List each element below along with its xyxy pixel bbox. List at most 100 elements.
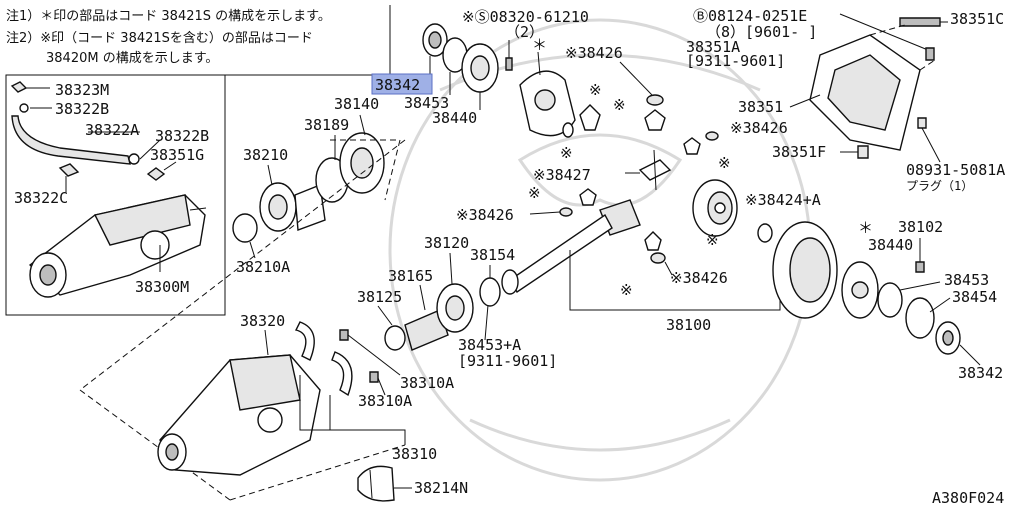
fill-plug-icon (917, 117, 927, 129)
pinion-gear-icon-c (579, 188, 597, 206)
kome-mark-d: ※ (718, 154, 731, 172)
boundary-dashed-line (79, 139, 406, 391)
label-38210A: 38210A (236, 258, 290, 276)
differential-case (519, 51, 576, 137)
label-bolt-08124: Ⓑ08124-0251E (693, 7, 807, 25)
label-38426-d: ※38426 (670, 269, 728, 287)
label-38426-c: ※38426 (456, 206, 514, 224)
label-38427: ※38427 (533, 166, 591, 184)
label-38322C: 38322C (14, 189, 68, 207)
note-1: 注1）＊印の部品はコード 38421S の構成を示します。 (6, 9, 331, 24)
label-38100: 38100 (666, 316, 711, 334)
oil-seal-38214N (357, 465, 395, 502)
label-38351A-range: [9311-9601] (686, 52, 785, 70)
bearing-cap-icon-b (331, 351, 353, 397)
bearing-icon-right (877, 282, 903, 318)
label-38453A-range: [9311-9601] (458, 352, 557, 370)
label-38453-top: 38453 (404, 94, 449, 112)
label-38310A-a: 38310A (400, 374, 454, 392)
note-2-line-2: 38420M の構成を示します。 (46, 51, 218, 66)
label-38342-top[interactable]: 38342 (375, 76, 420, 94)
label-38210: 38210 (243, 146, 288, 164)
kome-mark-c: ※ (560, 144, 573, 162)
assembly-inset-box (5, 5, 391, 316)
label-38322B-a: 38322B (55, 100, 109, 118)
label-38120: 38120 (424, 234, 469, 252)
label-bolt-08124-sub: （8）[9601- ] (706, 23, 817, 41)
highlighted-part-38342[interactable] (371, 73, 433, 95)
label-38214N: 38214N (414, 479, 468, 497)
vent-hose-group (10, 81, 177, 192)
label-38426-b: ※38426 (730, 119, 788, 137)
companion-flange-group (259, 132, 385, 232)
label-38351F: 38351F (772, 143, 826, 161)
washer-icon-d (757, 223, 773, 243)
diff-case-right (841, 261, 879, 319)
star-mark-case: ＊ (532, 36, 547, 54)
cover-bolt-icon-b (925, 47, 935, 61)
label-38342-right: 38342 (958, 364, 1003, 382)
label-38351: 38351 (738, 98, 783, 116)
drive-pinion-38100 (509, 199, 662, 293)
label-38165: 38165 (388, 267, 433, 285)
pinion-gear-icon (579, 104, 601, 131)
kome-mark-b: ※ (613, 96, 626, 114)
side-gear-38424 (692, 179, 738, 237)
label-38322B-b: 38322B (155, 127, 209, 145)
label-38426-a: ※38426 (565, 44, 623, 62)
ring-gear (772, 221, 838, 319)
kome-mark-f: ※ (706, 231, 719, 249)
label-38322A: 38322A (85, 121, 139, 139)
figure-code: A380F024 (932, 489, 1004, 507)
label-38323M: 38323M (55, 81, 109, 99)
shim-icon-right (905, 297, 935, 339)
cap-bolt-icon (339, 329, 349, 341)
label-38351A: 38351A (686, 38, 740, 56)
label-38440-top: 38440 (432, 109, 477, 127)
differential-assembly-illustration (28, 194, 207, 298)
bearing-cap-icon (294, 321, 315, 361)
label-plug-note: プラグ（1） (906, 179, 973, 193)
label-38310: 38310 (392, 445, 437, 463)
label-38310A-b: 38310A (358, 392, 412, 410)
label-38189: 38189 (304, 116, 349, 134)
washer-icon (646, 94, 664, 106)
kome-mark-e: ※ (528, 184, 541, 202)
cap-bolt-icon-b (369, 371, 379, 383)
star-mark-right: ＊ (858, 219, 873, 237)
label-38454: 38454 (952, 288, 997, 306)
label-38320: 38320 (240, 312, 285, 330)
top-bearing-group (422, 23, 499, 110)
boundary-dashed-line-b (79, 389, 231, 501)
label-38351G: 38351G (150, 146, 204, 164)
bolt-icon (505, 57, 513, 71)
label-38125: 38125 (357, 288, 402, 306)
label-38102: 38102 (898, 218, 943, 236)
label-bolt-08320-qty: （2） (505, 23, 544, 41)
pinion-gear-icon-b (644, 109, 666, 131)
drain-plug-icon (857, 145, 869, 159)
washer-icon-b (705, 131, 719, 141)
label-38351C: 38351C (950, 10, 1004, 28)
thrust-washer-icon (562, 122, 574, 138)
washer-icon-c (559, 207, 573, 217)
note-2-line-1: 注2）※印（コード 38421Sを含む）の部品はコード (6, 30, 313, 46)
label-38440-right: 38440 (868, 236, 913, 254)
flange-nut-icon (232, 213, 258, 243)
label-38154: 38154 (470, 246, 515, 264)
label-38453A: 38453+A (458, 336, 521, 354)
label-bolt-08320: ※Ⓢ08320-61210 (462, 8, 589, 26)
rear-cover (809, 24, 936, 151)
bolt-icon-b (915, 261, 925, 273)
housing-38310 (157, 354, 321, 476)
label-38140: 38140 (334, 95, 379, 113)
label-38300M: 38300M (135, 278, 189, 296)
label-plug-08931: 08931-5081A (906, 161, 1005, 179)
kome-mark-g: ※ (620, 281, 633, 299)
label-38453-right: 38453 (944, 271, 989, 289)
cover-bolt-icon (899, 17, 941, 27)
side-gear-icon (683, 137, 701, 155)
pinion-bearing-group (384, 269, 519, 351)
washer-icon-e (650, 252, 666, 264)
